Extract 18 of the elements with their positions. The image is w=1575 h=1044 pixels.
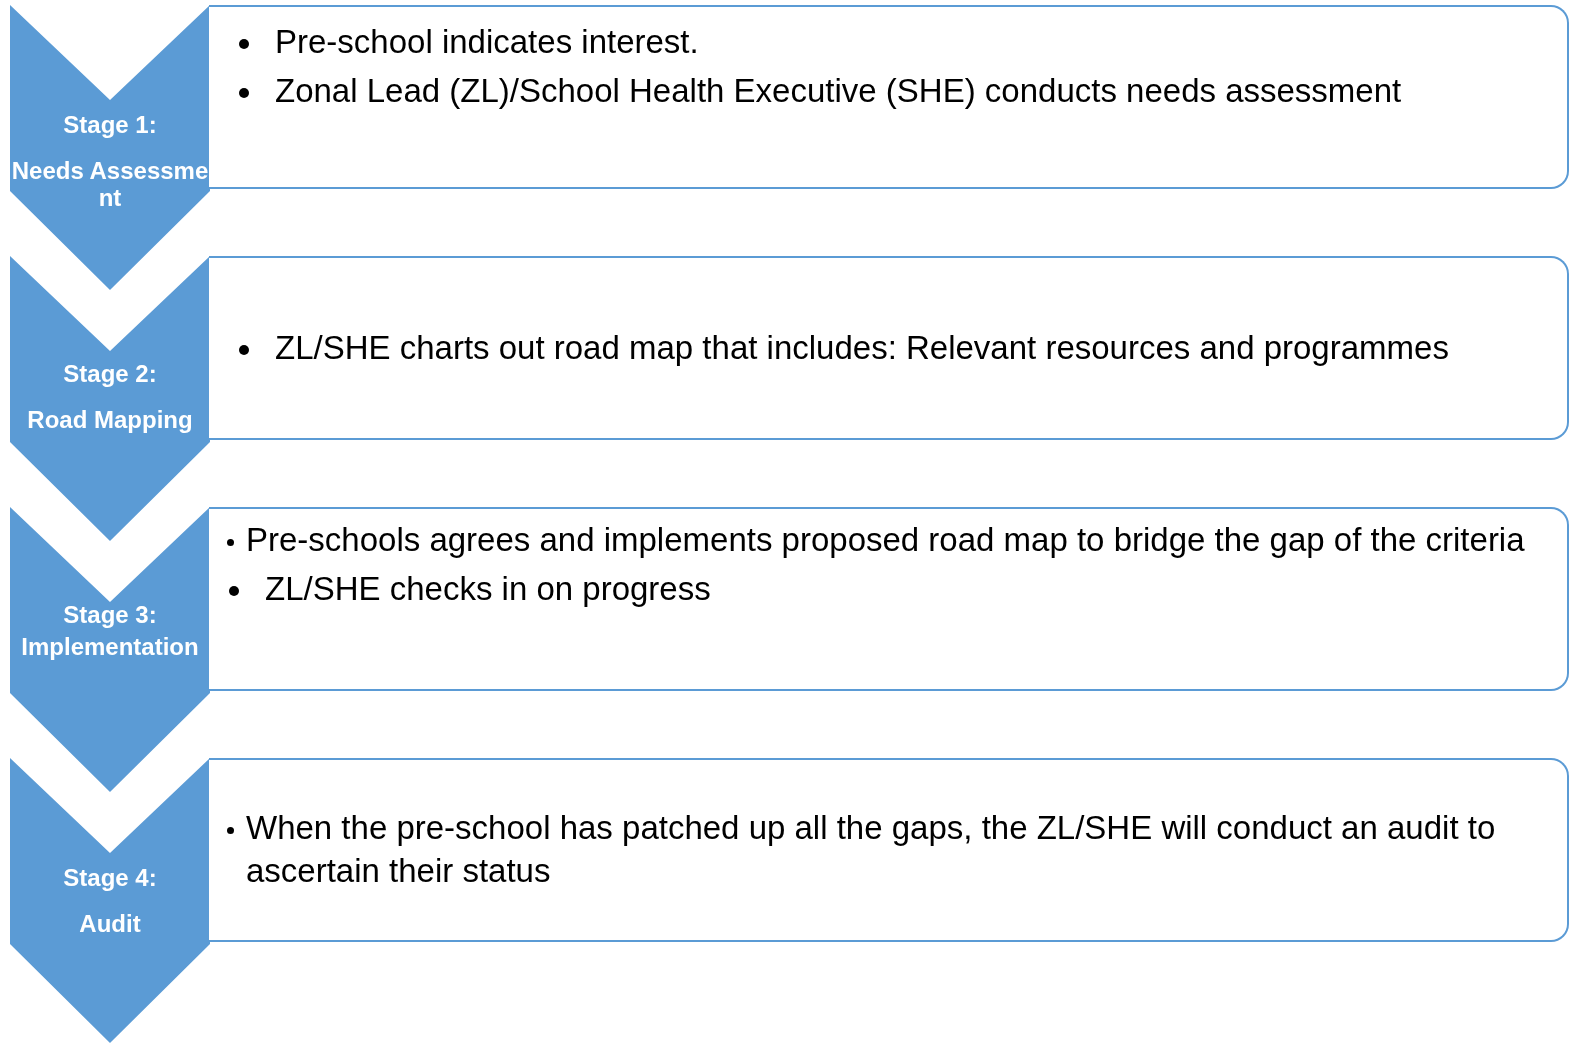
stage-name: Road Mapping: [27, 405, 193, 434]
bullet-text: When the pre-school has patched up all the gaps, the ZL/SHE will conduct an audit to ascertain their status: [246, 808, 1497, 891]
stage-name: Implementation: [21, 632, 199, 661]
text-panel: [209, 5, 1569, 189]
bullet-text: Pre-schools agrees and implements proposed road map to bridge the gap of the criteria: [246, 520, 1525, 560]
bullet-text: Pre-school indicates interest.: [275, 22, 699, 62]
text-panel: [209, 507, 1569, 691]
stage-number: Stage 4:: [63, 864, 157, 892]
bullet-text: Zonal Lead (ZL)/School Health Executive (SHE) conducts needs assessment: [275, 70, 1402, 111]
stage-number: Stage 2:: [63, 360, 157, 388]
stage-number: Stage 3:: [63, 601, 157, 629]
stage-name: Needs Assessment: [10, 156, 210, 212]
text-panel: [209, 758, 1569, 942]
bullet-text: ZL/SHE charts out road map that includes: Relevant resources and programmes: [275, 327, 1449, 368]
text-panel: [209, 256, 1569, 440]
stage-number: Stage 1:: [63, 111, 157, 139]
stage-name: Audit: [79, 909, 141, 938]
bullet-text: ZL/SHE checks in on progress: [265, 568, 711, 609]
